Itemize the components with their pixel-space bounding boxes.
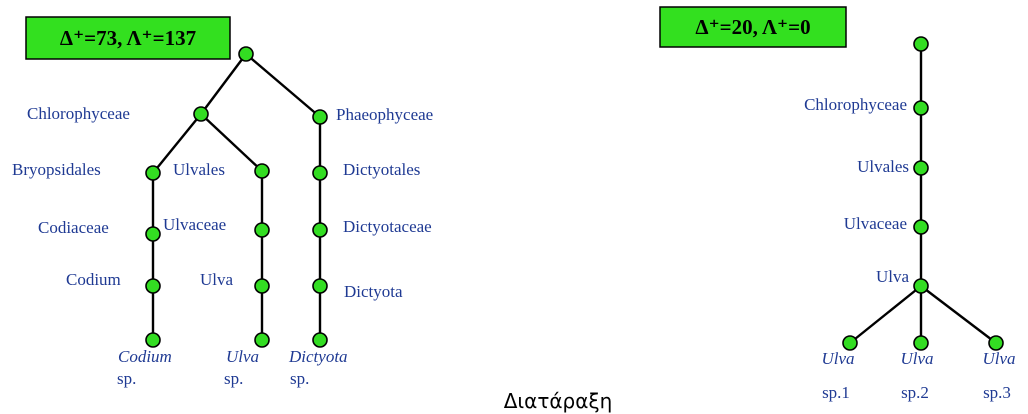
node-dictyota-sp (312, 332, 328, 348)
label-dictyota-sp-suffix: sp. (290, 369, 309, 388)
edge-right-ulva-sp1 (849, 285, 922, 344)
label-right-ulva: Ulva (876, 267, 910, 286)
label-ulvaceae: Ulvaceae (163, 215, 226, 234)
node-root (238, 46, 254, 62)
label-phaeophyceae: Phaeophyceae (336, 105, 433, 124)
node-ulvales (254, 163, 270, 179)
edge-root-chlorophyceae (200, 53, 247, 115)
node-ulva (254, 278, 270, 294)
node-right-ulvales (913, 160, 929, 176)
label-bryopsidales: Bryopsidales (12, 160, 101, 179)
label-dictyotaceae: Dictyotaceae (343, 217, 432, 236)
node-ulva-sp (254, 332, 270, 348)
edge-chlorophyceae-bryopsidales (152, 113, 202, 174)
left-index-label: Δ⁺=73, Λ⁺=137 (60, 26, 196, 50)
label-ulvales: Ulvales (173, 160, 225, 179)
caption-text: Διατάραξη (504, 389, 613, 413)
label-dictyota: Dictyota (344, 282, 403, 301)
node-right-ulva-sp1 (842, 335, 858, 351)
node-dictyotales (312, 165, 328, 181)
node-codiaceae (145, 226, 161, 242)
label-dictyotales: Dictyotales (343, 160, 420, 179)
right-index-box: Δ⁺=20, Λ⁺=0 (659, 6, 847, 48)
node-codium (145, 278, 161, 294)
label-dictyota-sp-genus: Dictyota (288, 347, 348, 366)
label-ulva: Ulva (200, 270, 234, 289)
edge-root-phaeophyceae (245, 53, 321, 118)
label-codium: Codium (66, 270, 121, 289)
label-right-sp1-genus: Ulva (821, 349, 854, 368)
node-bryopsidales (145, 165, 161, 181)
left-index-box-bg (25, 16, 231, 60)
node-right-root (913, 36, 929, 52)
label-codium-sp-genus: Codium (118, 347, 172, 366)
label-ulva-sp-genus: Ulva (226, 347, 259, 366)
node-right-ulva-sp2 (913, 335, 929, 351)
edge-right-ulva-sp3 (920, 285, 997, 344)
right-index-label: Δ⁺=20, Λ⁺=0 (695, 15, 810, 39)
node-dictyotaceae (312, 222, 328, 238)
node-chlorophyceae (193, 106, 209, 122)
left-index-box: Δ⁺=73, Λ⁺=137 (25, 16, 231, 60)
right-tree-nodes (842, 36, 1004, 351)
label-right-ulvales: Ulvales (857, 157, 909, 176)
label-chlorophyceae: Chlorophyceae (27, 104, 130, 123)
node-right-ulva-sp3 (988, 335, 1004, 351)
node-dictyota (312, 278, 328, 294)
label-right-sp2-genus: Ulva (900, 349, 933, 368)
label-ulva-sp-suffix: sp. (224, 369, 243, 388)
node-right-ulvaceae (913, 219, 929, 235)
label-codium-sp-suffix: sp. (117, 369, 136, 388)
node-ulvaceae (254, 222, 270, 238)
node-right-chlorophyceae (913, 100, 929, 116)
left-tree-labels: Chlorophyceae Phaeophyceae Bryopsidales … (12, 104, 433, 388)
right-index-box-bg (659, 6, 847, 48)
left-tree-nodes (145, 46, 328, 348)
left-tree-edges (151, 53, 322, 340)
node-codium-sp (145, 332, 161, 348)
edge-chlorophyceae-ulvales (200, 113, 263, 172)
label-right-sp3-suffix: sp.3 (983, 383, 1011, 402)
node-right-ulva (913, 278, 929, 294)
label-right-sp2-suffix: sp.2 (901, 383, 929, 402)
right-tree-labels: Chlorophyceae Ulvales Ulvaceae Ulva Ulva… (804, 95, 1015, 402)
label-right-sp1-suffix: sp.1 (822, 383, 850, 402)
node-phaeophyceae (312, 109, 328, 125)
right-tree-edges (849, 44, 997, 344)
label-right-ulvaceae: Ulvaceae (844, 214, 907, 233)
label-right-sp3-genus: Ulva (982, 349, 1015, 368)
label-codiaceae: Codiaceae (38, 218, 109, 237)
label-right-chlorophyceae: Chlorophyceae (804, 95, 907, 114)
